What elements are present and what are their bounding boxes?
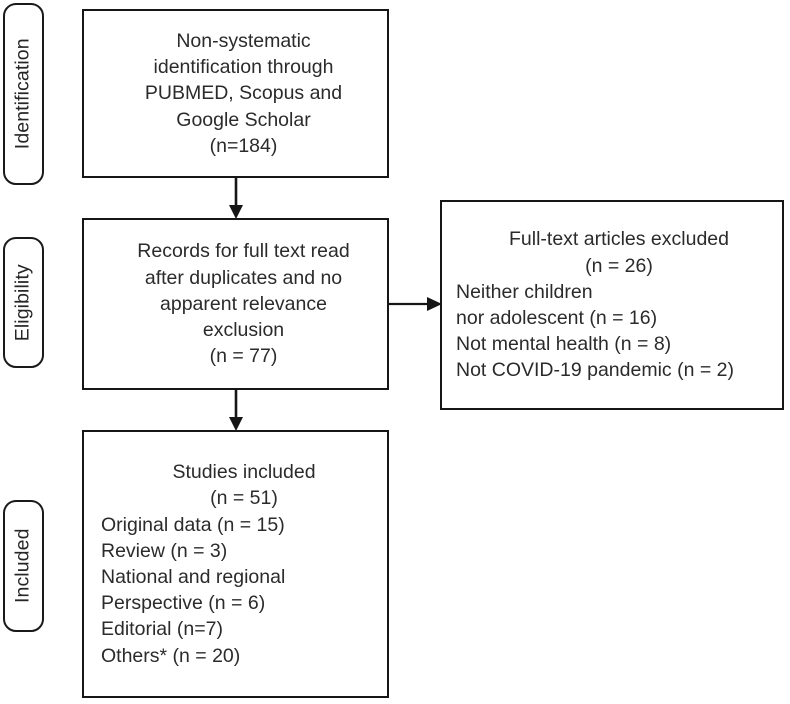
included-category-3a: National and regional [101, 566, 286, 588]
excluded-box: Full-text articles excluded (n = 26) Nei… [440, 200, 784, 410]
arrow-eligibility-to-excluded [387, 295, 443, 313]
stage-label-identification-text: Identification [11, 38, 34, 150]
stage-label-included: Included [3, 500, 44, 632]
eligibility-line-3: apparent relevance [160, 292, 327, 315]
arrow-eligibility-to-included [227, 388, 245, 432]
excluded-reason-1a: Neither children [456, 280, 593, 303]
stage-label-identification: Identification [3, 3, 44, 185]
identification-box: Non-systematic identification through PU… [82, 9, 389, 178]
identification-box-lines: Non-systematic identification through PU… [84, 28, 403, 159]
included-category-3b: Perspective (n = 6) [101, 592, 266, 615]
identification-line-2: identification through [153, 56, 334, 79]
identification-line-3: PUBMED, Scopus and [144, 82, 343, 105]
included-box: Studies included (n = 51) Original data … [82, 430, 389, 698]
excluded-count: (n = 26) [585, 254, 653, 277]
identification-line-4: Google Scholar [176, 108, 311, 131]
included-title: Studies included [172, 461, 316, 484]
included-category-5: Others* (n = 20) [101, 644, 241, 667]
stage-label-eligibility-text: Eligibility [11, 264, 34, 341]
included-category-4: Editorial (n=7) [101, 618, 223, 641]
eligibility-box-lines: Records for full text read after duplica… [84, 238, 403, 369]
included-box-lines: Studies included (n = 51) Original data … [84, 459, 404, 669]
excluded-box-lines: Full-text articles excluded (n = 26) Nei… [442, 226, 790, 383]
eligibility-line-1: Records for full text read [137, 240, 350, 263]
stage-label-included-text: Included [11, 528, 34, 604]
excluded-reason-1b: nor adolescent (n = 16) [456, 307, 658, 329]
included-category-2: Review (n = 3) [101, 539, 228, 562]
eligibility-box: Records for full text read after duplica… [82, 218, 389, 390]
stage-label-eligibility: Eligibility [3, 237, 44, 368]
excluded-reason-3: Not COVID-19 pandemic (n = 2) [456, 359, 734, 382]
arrow-identification-to-eligibility [227, 176, 245, 220]
included-category-1: Original data (n = 15) [101, 513, 285, 536]
eligibility-count: (n = 77) [209, 345, 278, 368]
eligibility-line-2: after duplicates and no [144, 266, 343, 289]
included-count: (n = 51) [210, 487, 278, 510]
identification-line-1: Non-systematic [176, 29, 311, 52]
identification-count: (n=184) [209, 134, 278, 157]
eligibility-line-4: exclusion [202, 319, 285, 342]
excluded-reason-2: Not mental health (n = 8) [456, 333, 672, 356]
excluded-title: Full-text articles excluded [508, 228, 729, 251]
